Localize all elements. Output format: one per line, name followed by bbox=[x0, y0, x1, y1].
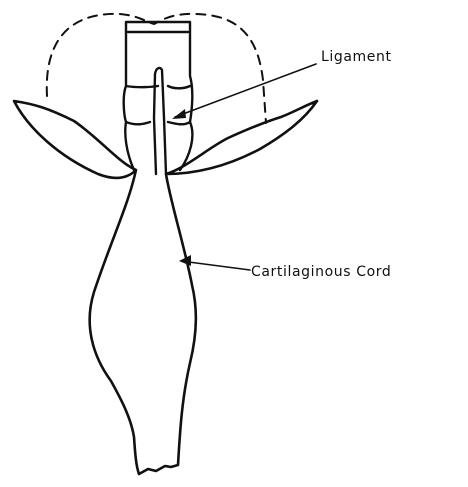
cord-leader bbox=[181, 261, 250, 270]
ligament-arrowhead bbox=[172, 109, 186, 119]
ligament-groove bbox=[154, 68, 166, 174]
ligament-leader bbox=[175, 64, 316, 117]
segmented-rod bbox=[124, 22, 193, 170]
ligament-label: Ligament bbox=[321, 49, 392, 65]
cartilaginous-cord-label: Cartilaginous Cord bbox=[251, 264, 391, 280]
